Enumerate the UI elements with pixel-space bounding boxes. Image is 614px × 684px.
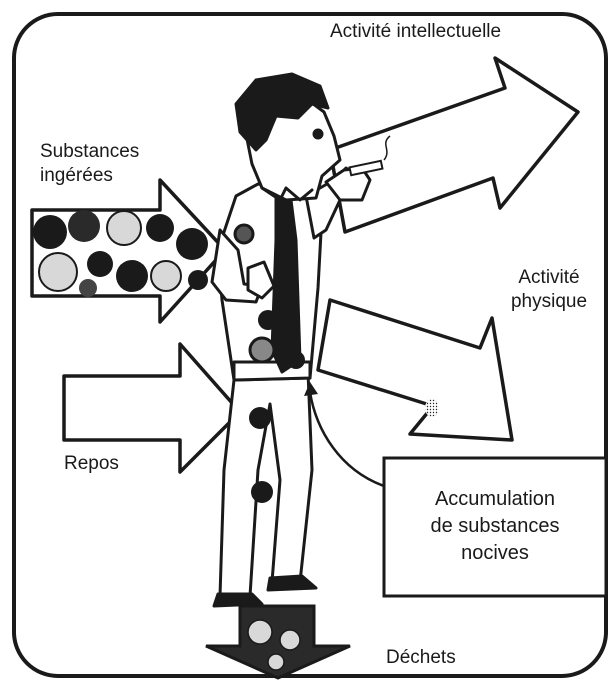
waste-label: Déchets [386, 647, 456, 668]
cigarette-icon [348, 135, 391, 177]
ingested-substances-label: Substances ingérées [40, 140, 190, 188]
man-figure-icon [210, 72, 372, 608]
accumulation-line-2: de substances [430, 515, 560, 537]
ingested-substances-line-2: ingérées [40, 165, 113, 186]
rest-label: Repos [64, 453, 119, 474]
intellectual-activity-label: Activité intellectuelle [330, 21, 502, 42]
physical-activity-line-2: physique [510, 291, 588, 312]
intellectual-activity-arrow [328, 56, 580, 234]
molecule-spheres-icon [33, 210, 208, 297]
physical-activity-line-1: Activité [518, 267, 580, 288]
waste-arrow [205, 604, 351, 680]
accumulation-label: Accumulation de substances nocives [388, 486, 602, 567]
accumulation-line-3: nocives [461, 542, 529, 564]
ingested-substances-arrow [30, 178, 227, 324]
physical-activity-label: Activité physique [494, 266, 604, 314]
ingested-substances-line-1: Substances [40, 141, 140, 162]
physical-activity-arrow [316, 298, 514, 442]
accumulation-pointer [308, 391, 385, 488]
rest-arrow [62, 342, 242, 474]
accumulation-box [382, 456, 608, 598]
accumulation-line-1: Accumulation [434, 488, 556, 510]
